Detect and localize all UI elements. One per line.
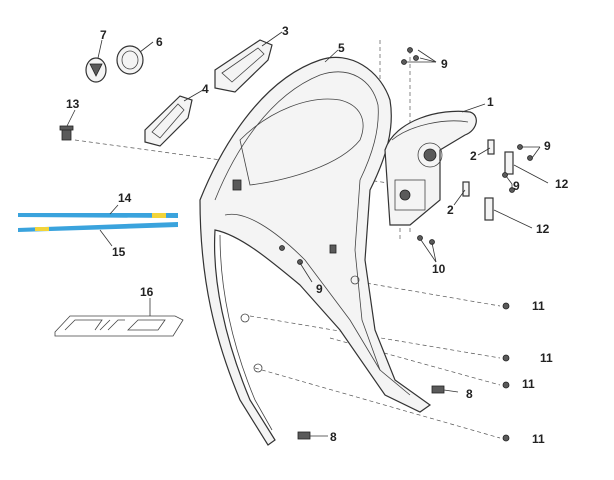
callout-12: 12 xyxy=(536,222,550,236)
callout-3: 3 xyxy=(282,24,289,38)
part-8-grommets xyxy=(297,385,445,440)
screws xyxy=(279,47,533,442)
leader-lines xyxy=(66,31,549,437)
callout-9: 9 xyxy=(544,139,551,153)
callout-15: 15 xyxy=(112,245,126,259)
callout-2: 2 xyxy=(447,203,454,217)
callout-8: 8 xyxy=(330,430,337,444)
part-6-ring xyxy=(116,45,144,75)
callout-9: 9 xyxy=(316,282,323,296)
part-3-bracket xyxy=(214,39,273,93)
callout-9: 9 xyxy=(441,57,448,71)
callout-8: 8 xyxy=(466,387,473,401)
callout-1: 1 xyxy=(487,95,494,109)
callout-6: 6 xyxy=(156,35,163,49)
front-cover-panel xyxy=(199,56,432,446)
callout-7: 7 xyxy=(100,28,107,42)
callout-11: 11 xyxy=(522,377,535,391)
callout-9: 9 xyxy=(513,179,520,193)
part-1-unit xyxy=(384,110,477,226)
callout-4: 4 xyxy=(202,82,209,96)
callout-14: 14 xyxy=(118,191,132,205)
callout-11: 11 xyxy=(532,432,545,446)
callout-11: 11 xyxy=(540,351,553,365)
stripe-decals xyxy=(18,213,178,232)
callout-5: 5 xyxy=(338,41,345,55)
callout-labels: 1 2 2 3 4 5 6 7 8 8 9 9 9 9 10 11 11 11 … xyxy=(66,24,569,446)
callout-11: 11 xyxy=(532,299,545,313)
callout-13: 13 xyxy=(66,97,80,111)
part-16-logo xyxy=(54,315,184,337)
part-12-brackets xyxy=(484,151,514,221)
part-13-bolt xyxy=(59,125,74,141)
callout-2: 2 xyxy=(470,149,477,163)
part-4-bracket xyxy=(144,95,193,147)
part-2-clips xyxy=(462,139,495,197)
callout-12: 12 xyxy=(555,177,569,191)
callout-10: 10 xyxy=(432,262,446,276)
part-7-emblem xyxy=(85,57,107,83)
callout-16: 16 xyxy=(140,285,154,299)
